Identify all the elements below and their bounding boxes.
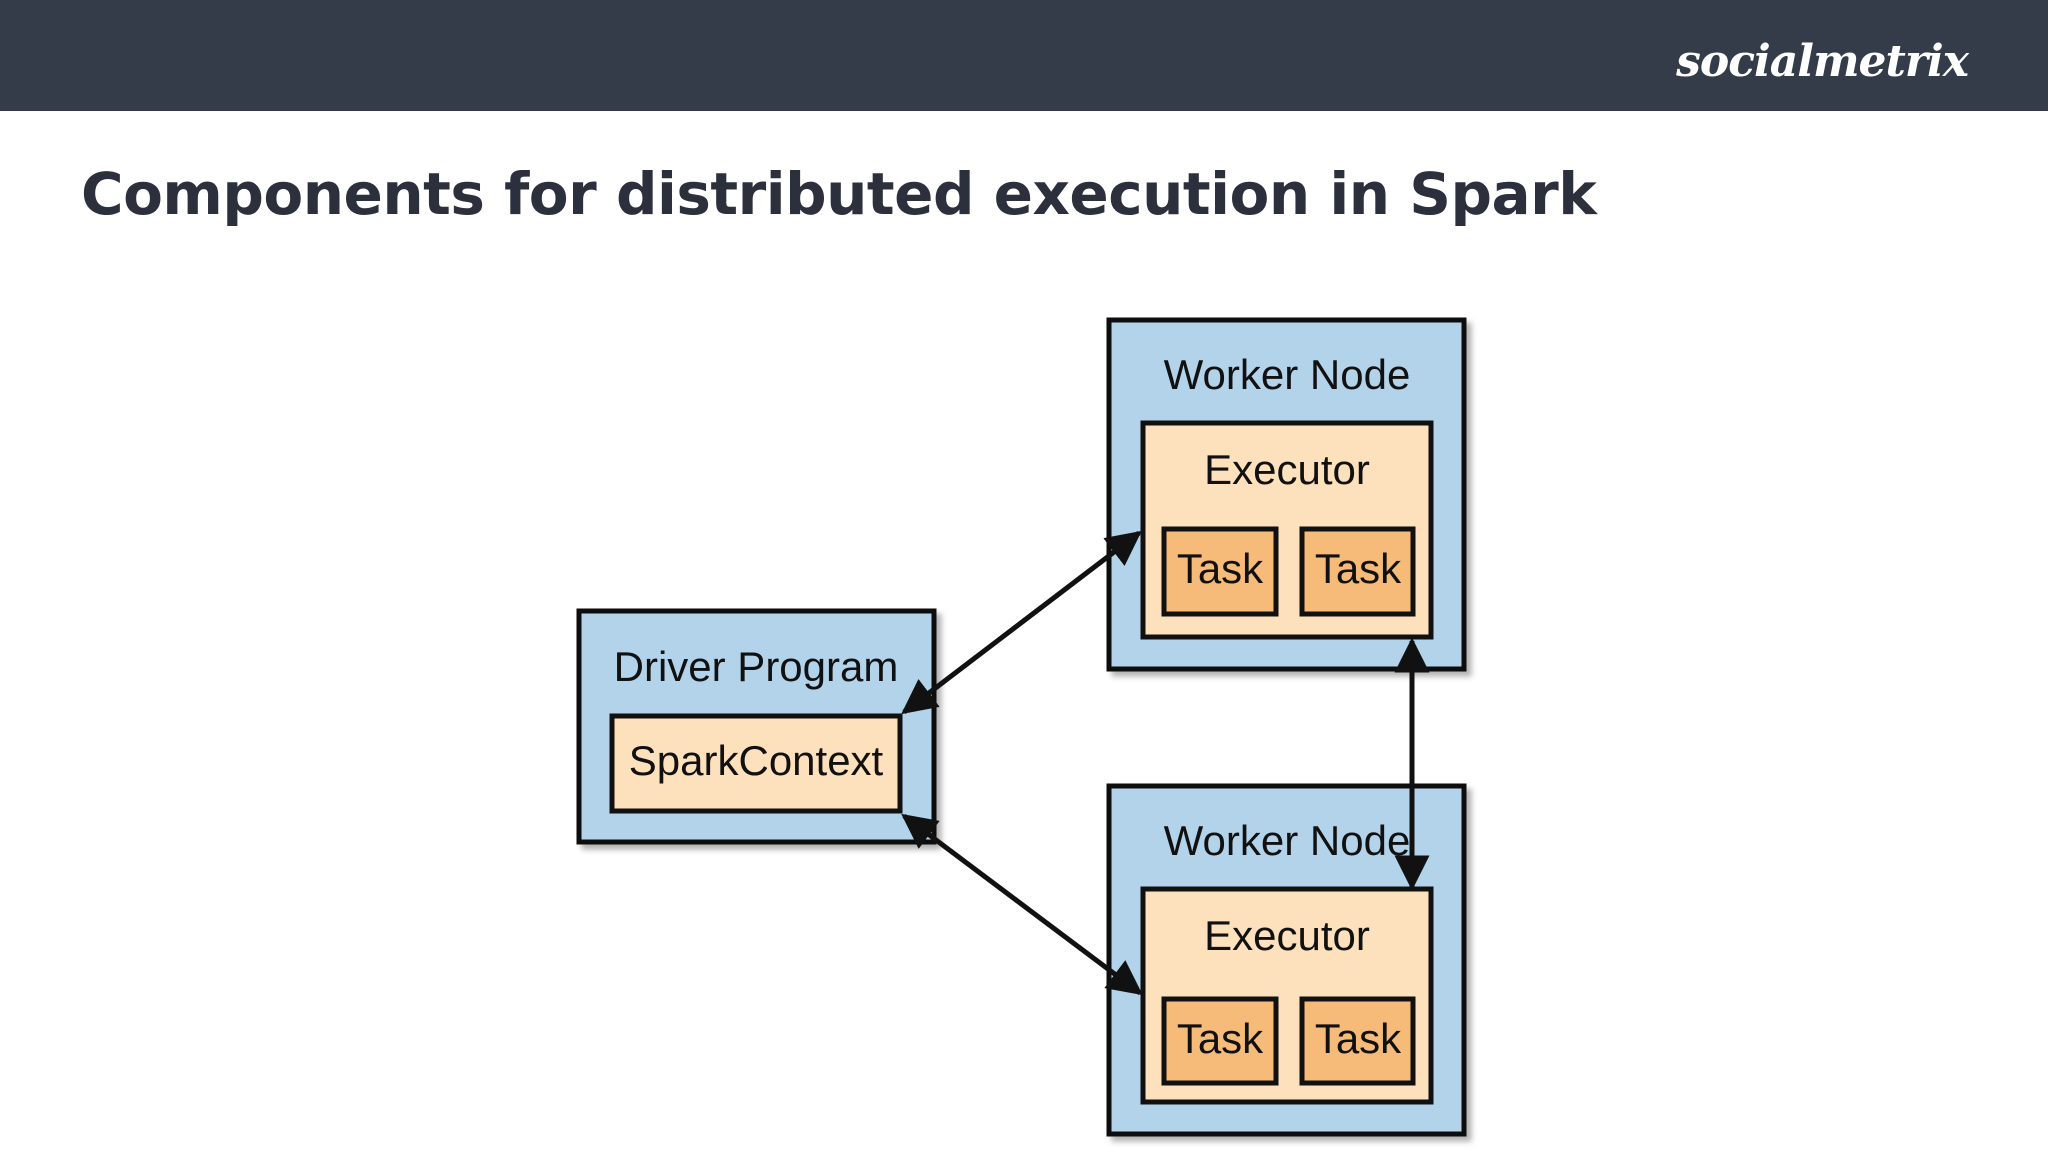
driver-program-label: Driver Program: [614, 643, 899, 690]
header-bar: socialmetrix: [0, 0, 2048, 111]
spark-context-label: SparkContext: [629, 737, 884, 784]
task-label: Task: [1315, 545, 1402, 592]
task-label: Task: [1177, 1015, 1264, 1062]
spark-context-box: [609, 713, 903, 814]
task-box: [1161, 996, 1279, 1086]
executor-label: Executor: [1204, 912, 1370, 959]
task-box: [1161, 526, 1279, 617]
worker-node-label: Worker Node: [1164, 817, 1411, 864]
worker-node-label: Worker Node: [1164, 351, 1411, 398]
task-box: [1299, 996, 1416, 1086]
socialmetrix-logo: socialmetrix: [1676, 36, 1969, 87]
task-label: Task: [1177, 545, 1264, 592]
driver-program-box: Driver Program SparkContext: [576, 608, 937, 845]
task-label: Task: [1315, 1015, 1402, 1062]
arrow-driver-worker-2: [901, 813, 1143, 996]
worker-node-1: Worker Node Executor Task Task: [1106, 317, 1467, 672]
executor-label: Executor: [1204, 446, 1370, 493]
task-box: [1299, 526, 1416, 617]
slide-title: Components for distributed execution in …: [81, 160, 1597, 228]
arrow-driver-worker-1: [901, 530, 1142, 715]
